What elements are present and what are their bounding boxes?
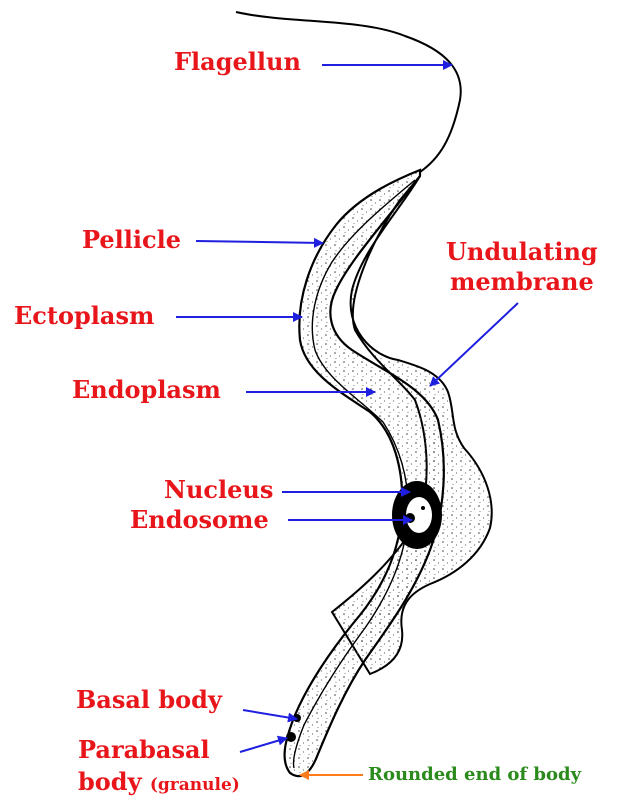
rounded-end-label: Rounded end of body xyxy=(368,766,581,784)
body-word: body xyxy=(78,767,142,796)
basal-body-label: Basal body xyxy=(76,688,222,712)
granule-note: (granule) xyxy=(150,775,240,795)
undulating-membrane-label-line2: membrane xyxy=(446,270,598,294)
pellicle-arrow xyxy=(196,241,323,243)
endosome-dot xyxy=(421,506,425,510)
flagellum-line xyxy=(236,12,461,172)
ectoplasm-label: Ectoplasm xyxy=(14,304,154,328)
basal-body-arrow xyxy=(243,710,297,719)
undulating-membrane-arrow xyxy=(430,303,518,386)
endosome-label: Endosome xyxy=(130,508,269,532)
parabasal-body-label-line2: body (granule) xyxy=(78,770,240,794)
nucleus-label: Nucleus xyxy=(164,478,273,502)
pellicle-label: Pellicle xyxy=(82,228,181,252)
undulating-membrane-label: Undulating membrane xyxy=(446,240,598,294)
endosome-shape xyxy=(405,513,415,523)
undulating-membrane-label-line1: Undulating xyxy=(446,240,598,264)
parabasal-body-shape xyxy=(286,732,296,742)
flagellum-label: Flagellun xyxy=(174,50,301,74)
parabasal-body-label-line1: Parabasal xyxy=(78,738,210,762)
endoplasm-label: Endoplasm xyxy=(72,378,221,402)
parabasal-body-arrow xyxy=(240,738,287,752)
